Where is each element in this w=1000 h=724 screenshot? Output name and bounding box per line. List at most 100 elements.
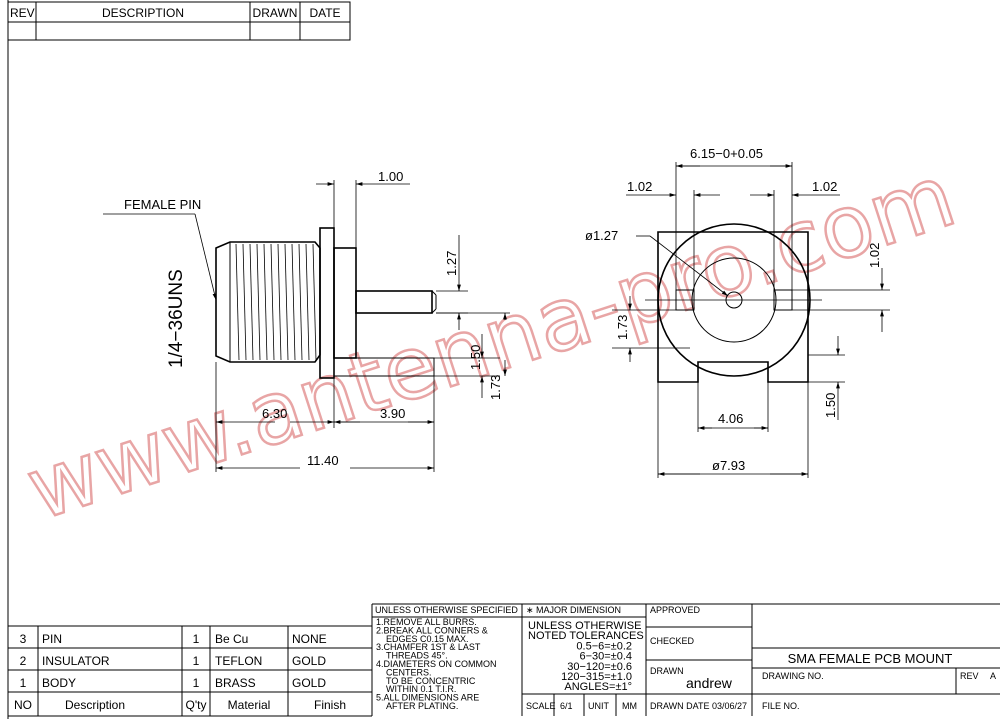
note-line: 3.CHAMFER 1ST & LAST (376, 642, 481, 652)
note-line: 2.BREAK ALL CONNERS & (376, 625, 488, 635)
notes-block: UNLESS OTHERWISE SPECIFIED 1.REMOVE ALL … (372, 603, 1000, 716)
date-header: DATE (309, 6, 340, 20)
bom-row3-desc: PIN (42, 632, 62, 646)
dim-6-15: 6.15−0+0.05 (690, 146, 763, 161)
drawing-title: SMA FEMALE PCB MOUNT (788, 651, 953, 666)
note-line: AFTER PLATING. (386, 701, 458, 711)
tolerance-title: ∗ MAJOR DIMENSION (526, 605, 621, 615)
dim-dia-7-93: ø7.93 (712, 458, 745, 473)
drawing-no-label: DRAWING NO. (762, 671, 824, 681)
revision-table: REV DESCRIPTION DRAWN DATE (7, 1, 351, 41)
bom-row2-desc: INSULATOR (42, 654, 110, 668)
thread-line (277, 243, 282, 361)
drawn-date: DRAWN DATE 03/06/27 (650, 701, 747, 711)
bom-row3-finish: NONE (292, 632, 327, 646)
note-line: CENTERS. (386, 667, 432, 677)
bom-row2-material: TEFLON (215, 654, 262, 668)
tolerance-block: ∗ MAJOR DIMENSION UNLESS OTHERWISENOTED … (522, 604, 647, 716)
dim-1-27: 1.27 (444, 251, 459, 276)
bom-header-qty: Q'ty (186, 698, 207, 712)
drawn-header: DRAWN (253, 6, 298, 20)
rev-value: A (990, 671, 996, 681)
unit-value: MM (622, 701, 637, 711)
tolerance-line: 0.5−6=±0.2 (576, 640, 632, 652)
thread-spec-label: 1/4−36UNS (166, 269, 187, 368)
drawn-label: DRAWN (650, 666, 684, 676)
dim-1-00: 1.00 (378, 169, 403, 184)
thread-line (235, 243, 240, 361)
thread-line (263, 243, 268, 361)
dim-11-40: 11.40 (307, 453, 339, 468)
note-line: 5.ALL DIMENSIONS ARE (376, 693, 479, 703)
notes-lines: 1.REMOVE ALL BURRS.2.BREAK ALL CONNERS &… (376, 617, 497, 711)
notes-title: UNLESS OTHERWISE SPECIFIED (375, 605, 518, 615)
bom-row2-no: 2 (20, 654, 27, 668)
thread-line (242, 243, 247, 361)
title-block: SMA FEMALE PCB MOUNT DRAWING NO. REV A F… (751, 647, 1000, 716)
bom-header-desc: Description (65, 698, 125, 712)
note-line: TO BE CONCENTRIC (386, 676, 476, 686)
note-line: WITHIN 0.1 T.I.R. (386, 684, 456, 694)
thread-line (312, 243, 317, 361)
checked-label: CHECKED (650, 636, 695, 646)
thread-line (291, 243, 296, 361)
tolerance-line: 6−30=±0.4 (579, 651, 632, 663)
note-line: EDGES C0.15 MAX. (386, 634, 469, 644)
dim-dia-1-27: ø1.27 (585, 228, 618, 243)
thread-line (256, 243, 261, 361)
bom-row1-no: 1 (20, 676, 27, 690)
bom-row2-finish: GOLD (292, 654, 326, 668)
bom-table: 3 PIN 1 Be Cu NONE 2 INSULATOR 1 TEFLON … (8, 604, 373, 717)
thread-line (249, 243, 254, 361)
side-view: FEMALE PIN 1/4−36UNS 1.00 1.27 1.50 1.73… (103, 169, 510, 472)
rev-header: REV (10, 6, 35, 20)
unit-label: UNIT (588, 701, 609, 711)
tolerance-line: 120−315=±1.0 (561, 671, 632, 683)
note-line: 4.DIAMETERS ON COMMON (376, 659, 497, 669)
tolerance-line: ANGLES=±1° (564, 681, 632, 693)
bom-header-no: NO (14, 698, 32, 712)
dim-1-02-left: 1.02 (627, 179, 652, 194)
female-pin-label: FEMALE PIN (124, 197, 201, 212)
file-no-label: FILE NO. (762, 701, 800, 711)
thread-line (284, 243, 289, 361)
bom-header-material: Material (228, 698, 271, 712)
bom-row1-material: BRASS (215, 676, 256, 690)
dim-6-30: 6.30 (262, 406, 287, 421)
rev-label: REV (960, 671, 979, 681)
bom-header-finish: Finish (314, 698, 346, 712)
approved-label: APPROVED (650, 605, 701, 615)
bom-row3-no: 3 (20, 632, 27, 646)
dim-1-73-side: 1.73 (488, 375, 503, 400)
dim-3-90: 3.90 (380, 406, 405, 421)
bom-row1-desc: BODY (42, 676, 76, 690)
thread-line (270, 243, 275, 361)
dim-4-06: 4.06 (718, 411, 743, 426)
bom-row2-qty: 1 (193, 654, 200, 668)
dim-1-50-side: 1.50 (468, 345, 483, 370)
front-view: 6.15−0+0.05 1.02 1.02 ø1.27 1.02 1.73 1.… (585, 146, 890, 478)
tolerance-line: NOTED TOLERANCES (528, 630, 644, 642)
bom-row1-qty: 1 (193, 676, 200, 690)
note-line: THREADS 45°. (386, 651, 448, 661)
scale-value: 6/1 (560, 701, 573, 711)
thread-line (305, 243, 310, 361)
dim-1-02-vert: 1.02 (867, 243, 882, 268)
bom-row1-finish: GOLD (292, 676, 326, 690)
description-header: DESCRIPTION (102, 6, 184, 20)
thread-lines (235, 243, 317, 361)
tolerance-line: UNLESS OTHERWISE (528, 620, 642, 632)
drawn-by: andrew (686, 675, 733, 691)
signoff-block: APPROVED CHECKED DRAWN andrew DRAWN DATE… (646, 604, 1000, 711)
tolerance-line: 30−120=±0.6 (567, 661, 632, 673)
bom-row3-qty: 1 (193, 632, 200, 646)
thread-line (298, 243, 303, 361)
bom-row3-material: Be Cu (215, 632, 248, 646)
dim-1-50-front: 1.50 (823, 393, 838, 418)
dim-1-73-front: 1.73 (615, 315, 630, 340)
scale-label: SCALE (526, 701, 556, 711)
note-line: 1.REMOVE ALL BURRS. (376, 617, 477, 627)
